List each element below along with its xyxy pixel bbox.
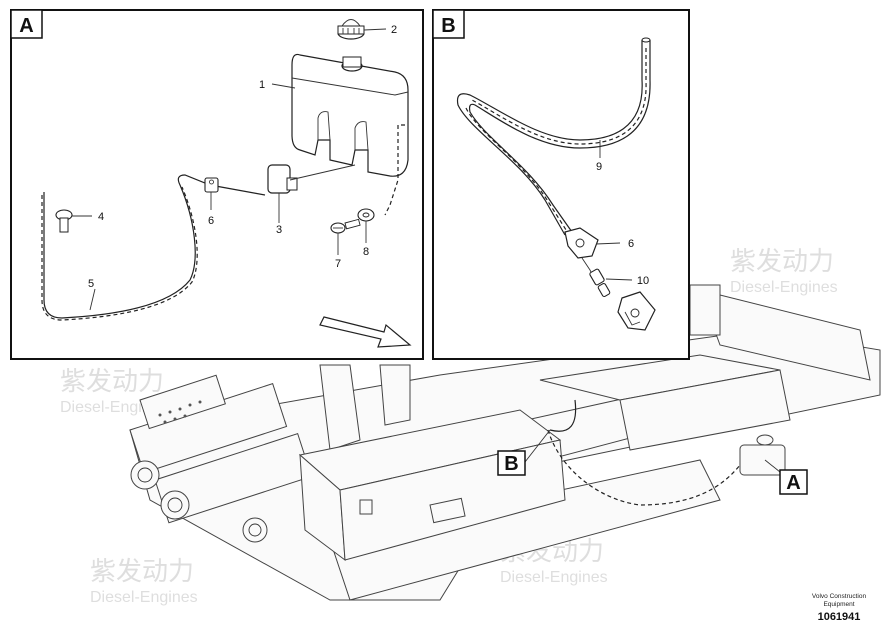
panel-b-letter: B [441,15,455,37]
washer-nozzle [55,209,73,233]
brand-text: Volvo Construction Equipment [811,593,867,608]
watermark-cn: 紫发动力 [60,366,164,396]
callout-b-6: 6 [628,238,634,250]
overview-label-b: B [504,453,518,475]
drawing-footer: Volvo Construction Equipment 1061941 [800,593,878,623]
flat-washer [357,208,375,222]
callout-6: 6 [208,215,214,227]
panel-a-letter: A [19,15,33,37]
overview-label-a: A [786,472,800,494]
overview-callout-b: B [497,429,551,476]
washer-pump [267,164,298,200]
nozzle-hose-inner [468,40,651,233]
washer-hose [43,174,266,319]
callout-4: 4 [98,211,104,223]
nozzle-hose [456,40,643,236]
callout-1: 1 [259,79,265,91]
watermark-cn: 紫发动力 [90,556,194,586]
watermark-en: Diesel-Engines [90,589,198,606]
callout-b-9: 9 [596,161,602,173]
callout-5: 5 [88,278,94,290]
callout-b-10: 10 [637,275,649,287]
callout-8: 8 [363,246,369,258]
overview-callout-a: A [764,459,808,495]
watermark-en: Diesel-Engines [500,569,608,586]
nozzle-b [617,291,656,331]
callout-2: 2 [391,24,397,36]
callout-3: 3 [276,224,282,236]
step-grating [139,374,226,430]
hose-joint [589,268,611,298]
washer-hose-dashed [41,186,198,321]
washer-reservoir [291,53,409,177]
boom-cylinders [129,383,313,543]
callout-7: 7 [335,258,341,270]
overview-washer-tank [739,434,786,476]
watermark-cn: 紫发动力 [730,246,834,276]
detail-panel-a: A [10,9,424,360]
direction-arrow [319,316,412,348]
watermark-en: Diesel-Engines [730,279,838,296]
reservoir-cap [337,19,365,40]
hose-connector [204,177,219,193]
detail-panel-b: B 9 6 10 [432,9,690,360]
drawing-number: 1061941 [817,611,861,623]
